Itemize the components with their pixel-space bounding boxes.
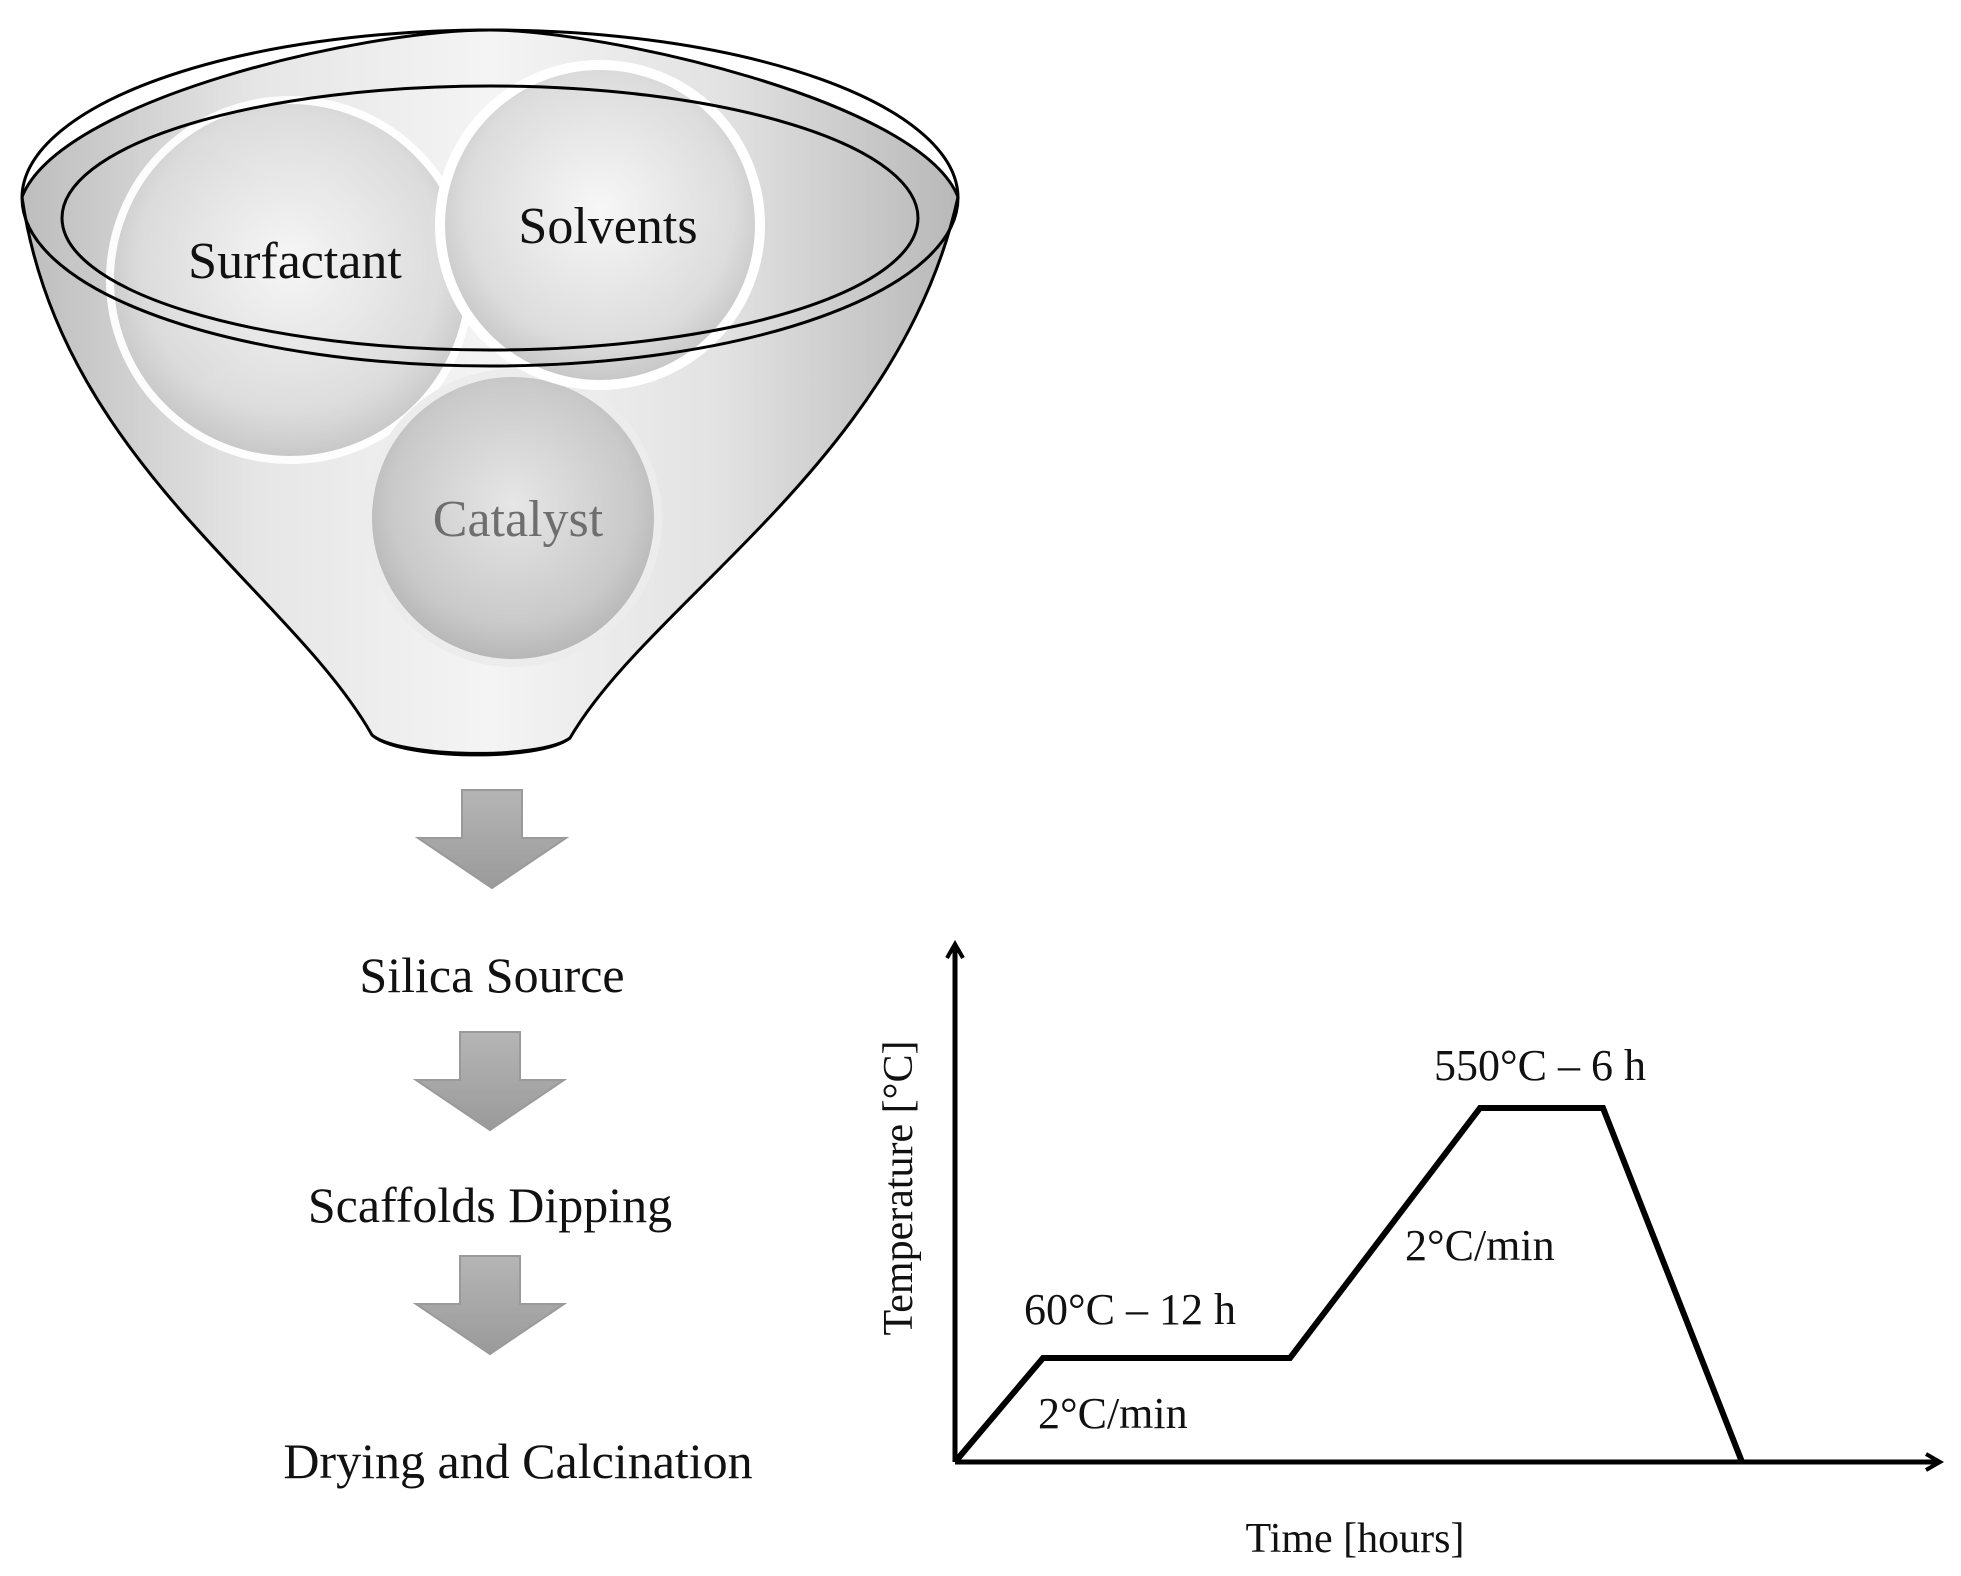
temperature-profile-line (952, 1105, 1745, 1464)
down-arrow-1 (414, 789, 570, 890)
funnel-rim (20, 28, 960, 368)
catalyst-ball (364, 369, 662, 667)
thermal-profile: 60°C – 12 h 550°C – 6 h 2°C/min 2°C/min … (876, 946, 1938, 1562)
plateau1-label: 60°C – 12 h (1024, 1285, 1236, 1334)
ramp2-label: 2°C/min (1405, 1221, 1555, 1270)
step-scaffolds-dipping: Scaffolds Dipping (308, 1177, 672, 1233)
x-axis-label: Time [hours] (1246, 1516, 1465, 1562)
step-silica-source: Silica Source (359, 947, 624, 1003)
surfactant-label: Surfactant (188, 233, 402, 290)
plateau2-label: 550°C – 6 h (1434, 1041, 1646, 1090)
y-axis-label: Temperature [°C] (876, 1041, 922, 1336)
down-arrow-2 (412, 1031, 568, 1132)
funnel-spout (371, 733, 571, 757)
ramp1-label: 2°C/min (1038, 1389, 1188, 1438)
funnel-inner-rim (60, 84, 920, 352)
solvents-label: Solvents (518, 198, 697, 255)
catalyst-label: Catalyst (433, 491, 604, 548)
down-arrow-3 (412, 1255, 568, 1356)
solvents-ball (435, 60, 765, 390)
step-drying-calcination: Drying and Calcination (283, 1433, 752, 1489)
